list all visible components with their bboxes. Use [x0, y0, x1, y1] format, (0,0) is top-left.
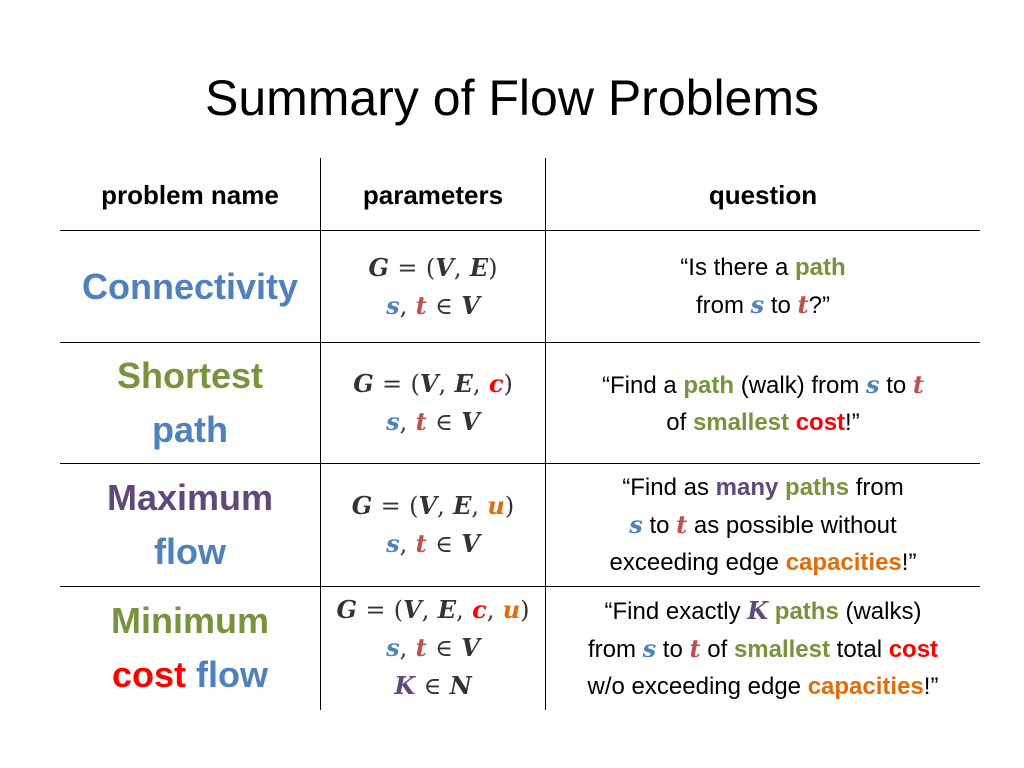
problem-name-line: path — [152, 409, 228, 450]
problem-name-line: flow — [154, 531, 226, 572]
problem-shortest-path: Shortest path — [60, 343, 320, 463]
param-graph: G = (V, E, u) — [351, 491, 515, 520]
param-nodes: s, t ∈ V — [386, 633, 480, 662]
header-question: question — [708, 179, 818, 210]
params-connectivity: G = (V, E) s, t ∈ V — [321, 231, 545, 342]
param-nodes: s, t ∈ V — [386, 529, 480, 558]
question-connectivity: “Is there a path from s to t?” — [680, 254, 846, 319]
slide-title: Summary of Flow Problems — [204, 70, 820, 126]
params-shortest-path: G = (V, E, c) s, t ∈ V — [321, 343, 545, 463]
problem-minimum-cost-flow: Minimum cost flow — [60, 587, 320, 709]
header-problem-name: problem name — [101, 179, 279, 210]
param-nodes: s, t ∈ V — [386, 290, 480, 320]
row-divider — [60, 586, 980, 587]
param-nodes: s, t ∈ V — [386, 407, 480, 436]
header-parameters: parameters — [362, 179, 504, 210]
problem-name-line: cost flow — [111, 654, 269, 695]
row-divider — [60, 463, 980, 464]
column-divider — [320, 158, 321, 710]
params-maximum-flow: G = (V, E, u) s, t ∈ V — [321, 464, 545, 586]
question-shortest-path: “Find a path (walk) from s to t of small… — [601, 369, 924, 436]
problem-name-line: Minimum — [111, 600, 269, 641]
problem-connectivity: Connectivity — [60, 231, 320, 342]
param-graph: G = (V, E) — [368, 252, 498, 282]
param-graph: G = (V, E, c, u) — [336, 595, 530, 624]
problem-name-line: Shortest — [116, 355, 264, 396]
column-divider — [545, 158, 546, 710]
row-divider — [60, 342, 980, 343]
param-k: K ∈ N — [394, 671, 472, 700]
question-minimum-cost-flow: “Find exactly K paths (walks) from s to … — [587, 595, 939, 700]
problem-name-line: Maximum — [106, 477, 274, 518]
problem-maximum-flow: Maximum flow — [60, 464, 320, 586]
row-divider — [60, 230, 980, 231]
param-graph: G = (V, E, c) — [353, 369, 513, 398]
question-maximum-flow: “Find as many paths from s to t as possi… — [609, 474, 917, 576]
params-minimum-cost-flow: G = (V, E, c, u) s, t ∈ V K ∈ N — [321, 587, 545, 709]
problem-name-line: Connectivity — [81, 265, 299, 307]
